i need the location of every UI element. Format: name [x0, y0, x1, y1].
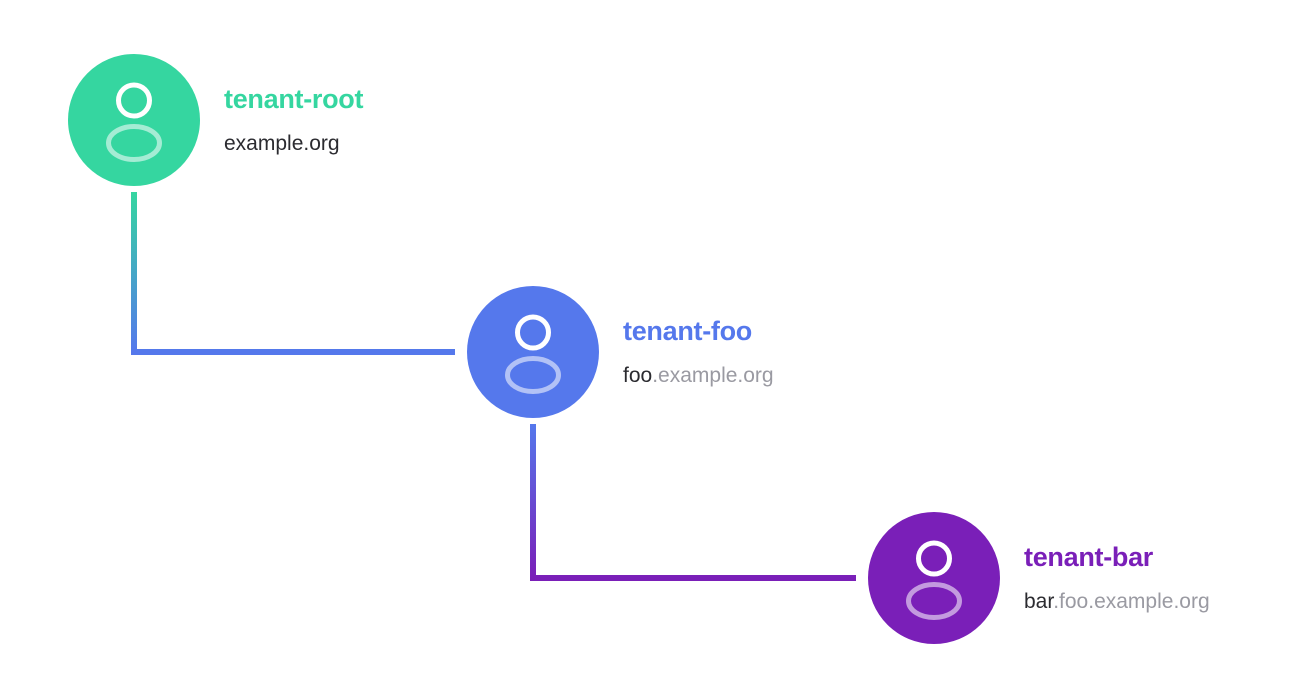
tenant-foo-domain-dim: .example.org — [652, 363, 774, 387]
tenant-bar-avatar[interactable] — [868, 512, 1000, 644]
tenant-foo-avatar[interactable] — [467, 286, 599, 418]
tenant-bar-title: tenant-bar — [1024, 542, 1154, 573]
person-head-icon — [116, 82, 152, 119]
avatar-background-circle — [868, 512, 1000, 644]
tenant-root-domain-strong: example.org — [224, 131, 340, 155]
person-icon — [505, 314, 561, 394]
tenant-bar-domain-strong: bar — [1024, 589, 1054, 613]
tenant-bar-label-group: tenant-bar bar.foo.example.org — [1024, 542, 1210, 613]
person-head-icon — [515, 314, 551, 351]
node-tenant-root[interactable]: tenant-root example.org — [68, 54, 363, 186]
person-icon — [906, 540, 962, 620]
tenant-root-title: tenant-root — [224, 84, 364, 115]
avatar-background-circle — [68, 54, 200, 186]
person-body-icon — [505, 356, 561, 394]
person-head-icon — [916, 540, 952, 577]
tenant-foo-domain: foo.example.org — [623, 364, 774, 387]
person-icon — [106, 82, 162, 162]
tenant-bar-domain-dim: .foo.example.org — [1053, 589, 1210, 613]
node-tenant-foo[interactable]: tenant-foo foo.example.org — [467, 286, 774, 418]
tenant-root-avatar[interactable] — [68, 54, 200, 186]
avatar-background-circle — [467, 286, 599, 418]
tenant-foo-title: tenant-foo — [623, 316, 752, 347]
tenant-root-label-group: tenant-root example.org — [224, 84, 364, 155]
person-body-icon — [106, 124, 162, 162]
edge-foo-to-bar — [530, 424, 856, 581]
person-body-icon — [906, 582, 962, 620]
tenant-foo-domain-strong: foo — [623, 363, 653, 387]
tenant-root-domain: example.org — [224, 132, 363, 155]
node-tenant-bar[interactable]: tenant-bar bar.foo.example.org — [868, 512, 1210, 644]
edge-root-to-foo — [131, 192, 455, 355]
tenant-bar-domain: bar.foo.example.org — [1024, 590, 1210, 613]
tenant-foo-label-group: tenant-foo foo.example.org — [623, 316, 774, 387]
